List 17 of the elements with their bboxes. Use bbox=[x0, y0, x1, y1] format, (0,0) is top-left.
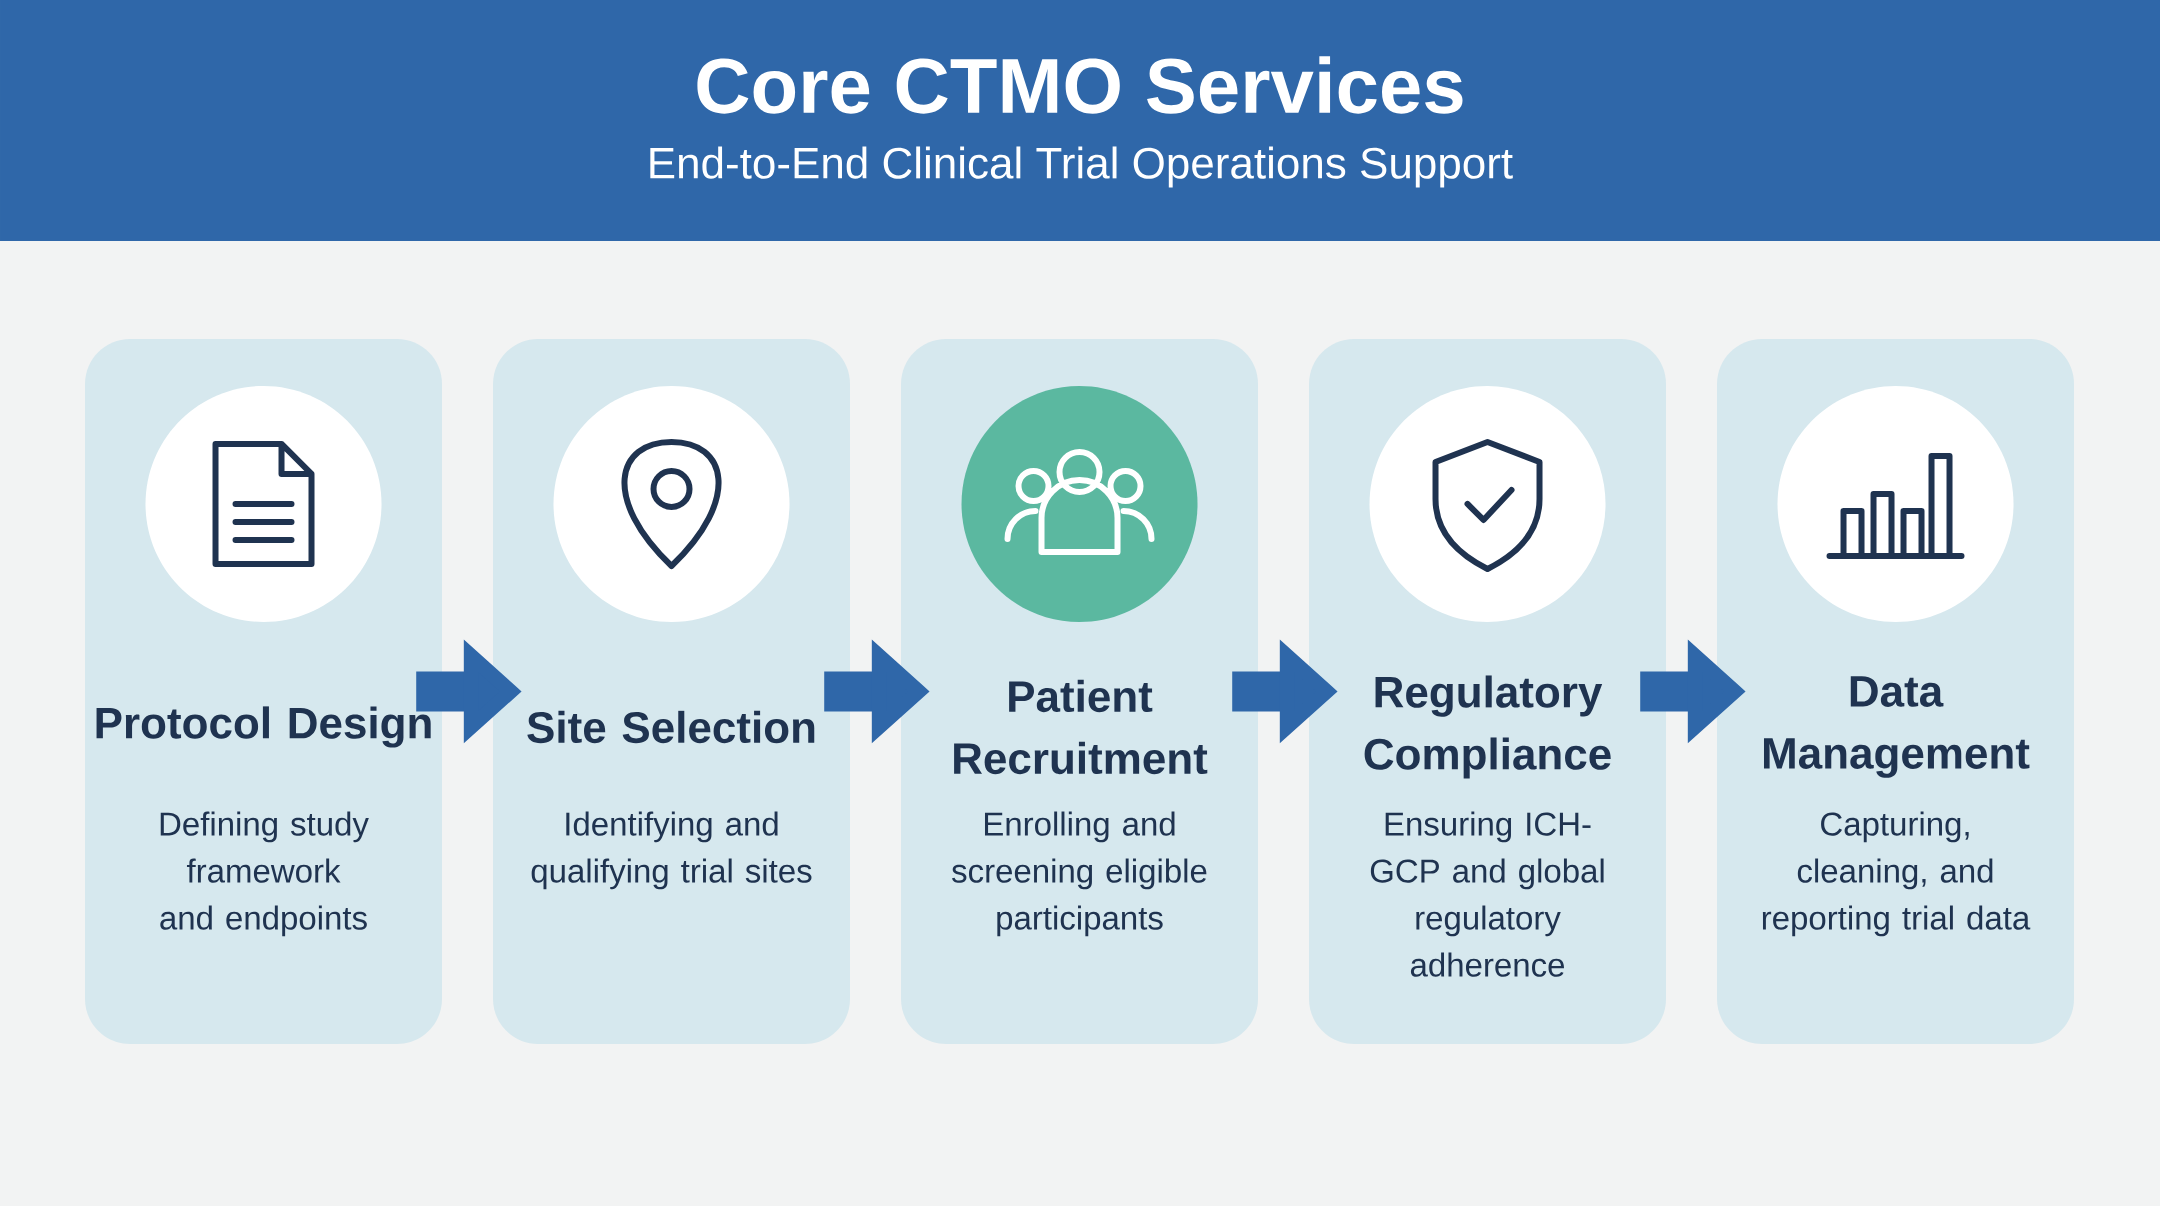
card-description: Capturing, cleaning, and reporting trial data bbox=[1762, 811, 2031, 937]
card-description: Identifying and qualifying trial sites bbox=[531, 811, 812, 890]
service-card bbox=[85, 339, 442, 1044]
title: Core CTMO Services bbox=[697, 56, 1463, 114]
card-title: Regulatory Compliance bbox=[1364, 675, 1611, 779]
card-title: Protocol Design bbox=[96, 706, 431, 748]
service-card bbox=[493, 339, 850, 1044]
card-description: Ensuring ICH-GCP and global regulatory adherence bbox=[1370, 811, 1604, 977]
service-card bbox=[901, 339, 1258, 1044]
card-description: Enrolling and screening eligible participants bbox=[952, 811, 1207, 937]
card-description: Defining study framework and endpoints bbox=[160, 811, 369, 937]
service-card bbox=[1717, 339, 2074, 1044]
service-card bbox=[1309, 339, 1666, 1044]
card-title: Data Management bbox=[1764, 676, 2030, 778]
card-title: Site Selection bbox=[527, 710, 815, 744]
subtitle: End-to-End Clinical Trial Operations Support bbox=[650, 146, 1513, 188]
card-title: Patient Recruitment bbox=[954, 679, 1208, 775]
